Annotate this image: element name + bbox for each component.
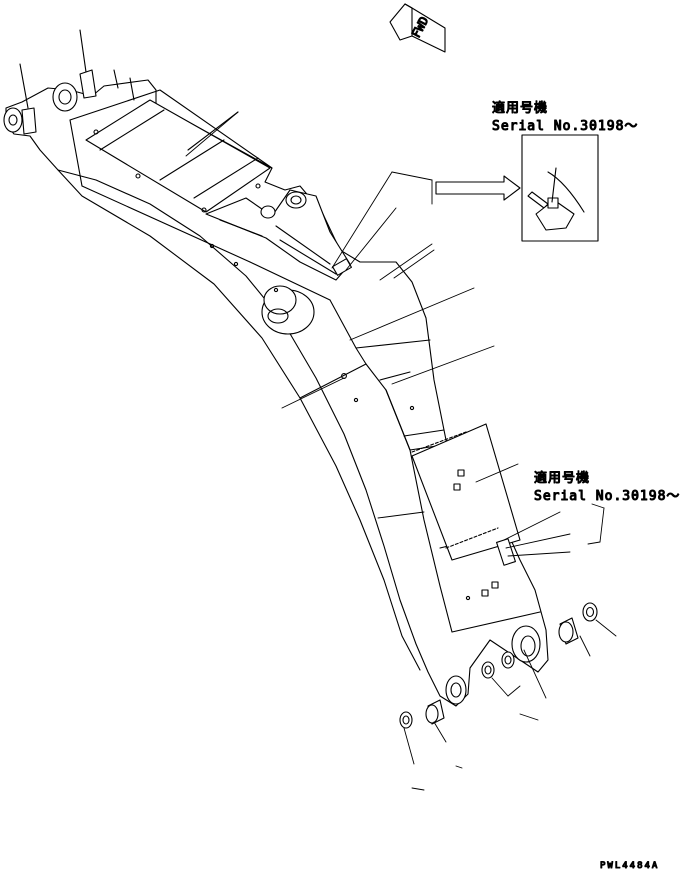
serial-note-top-title: 適用号機 — [492, 100, 548, 116]
leader-lines — [186, 112, 616, 790]
center-boss — [262, 286, 314, 334]
middle-cover-plate — [412, 424, 520, 596]
upper-cover-plate — [86, 100, 270, 213]
side-bolts — [209, 243, 471, 601]
boom-body — [6, 80, 548, 706]
fwd-arrow-icon: FWD — [390, 4, 445, 52]
serial-note-top: 適用号機 Serial No.30198～ — [491, 99, 638, 134]
detail-inset — [522, 135, 598, 241]
detail-arrow-icon — [436, 176, 520, 200]
drawing-code: PWL4484A — [600, 861, 659, 871]
serial-note-mid-title: 適用号機 — [534, 470, 590, 486]
boom-foot — [4, 30, 134, 134]
cylinder-bracket — [206, 190, 351, 280]
bushings — [400, 603, 597, 728]
boom-tip — [446, 626, 540, 704]
serial-note-mid-serial: Serial No.30198～ — [534, 489, 680, 504]
serial-note-top-serial: Serial No.30198～ — [492, 119, 638, 134]
serial-note-mid: 適用号機 Serial No.30198～ — [533, 469, 680, 504]
